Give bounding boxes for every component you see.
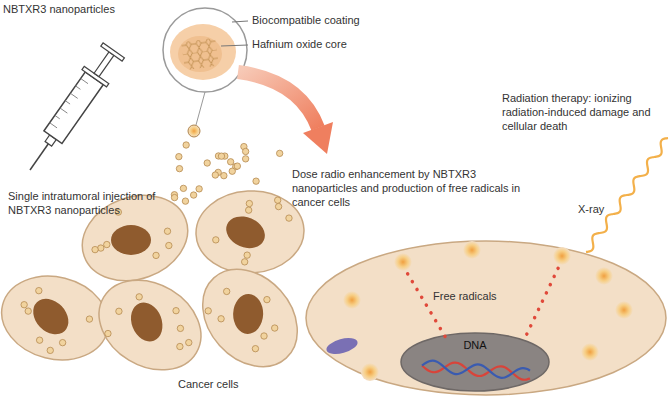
syringe xyxy=(18,42,126,179)
dna-strands xyxy=(422,361,530,380)
x-ray-wave xyxy=(586,138,668,252)
process-arrow xyxy=(238,72,333,154)
nucleus-label: DNA xyxy=(400,339,550,352)
damaged-structure xyxy=(325,335,360,357)
label: Dose radio enhancement by NBTXR3 nanopar… xyxy=(292,168,527,209)
label: Cancer cells xyxy=(178,378,239,392)
cell-nanoparticles xyxy=(343,241,633,381)
label: Radiation therapy: ionizing radiation-in… xyxy=(502,92,662,133)
label: Hafnium oxide core xyxy=(252,38,347,52)
label: Biocompatible coating xyxy=(252,14,360,28)
cell-label: Free radicals xyxy=(433,290,497,303)
free-radical-paths xyxy=(403,260,562,340)
label: NBTXR3 nanoparticles xyxy=(3,3,115,17)
label: Single intratumoral injection of NBTXR3 … xyxy=(8,190,158,218)
nanoparticle-zoom xyxy=(163,8,248,137)
nanoparticles xyxy=(21,142,292,354)
cell-nucleus: DNA xyxy=(400,332,550,392)
label: X-ray xyxy=(578,203,604,217)
cancer-cells xyxy=(0,181,317,388)
